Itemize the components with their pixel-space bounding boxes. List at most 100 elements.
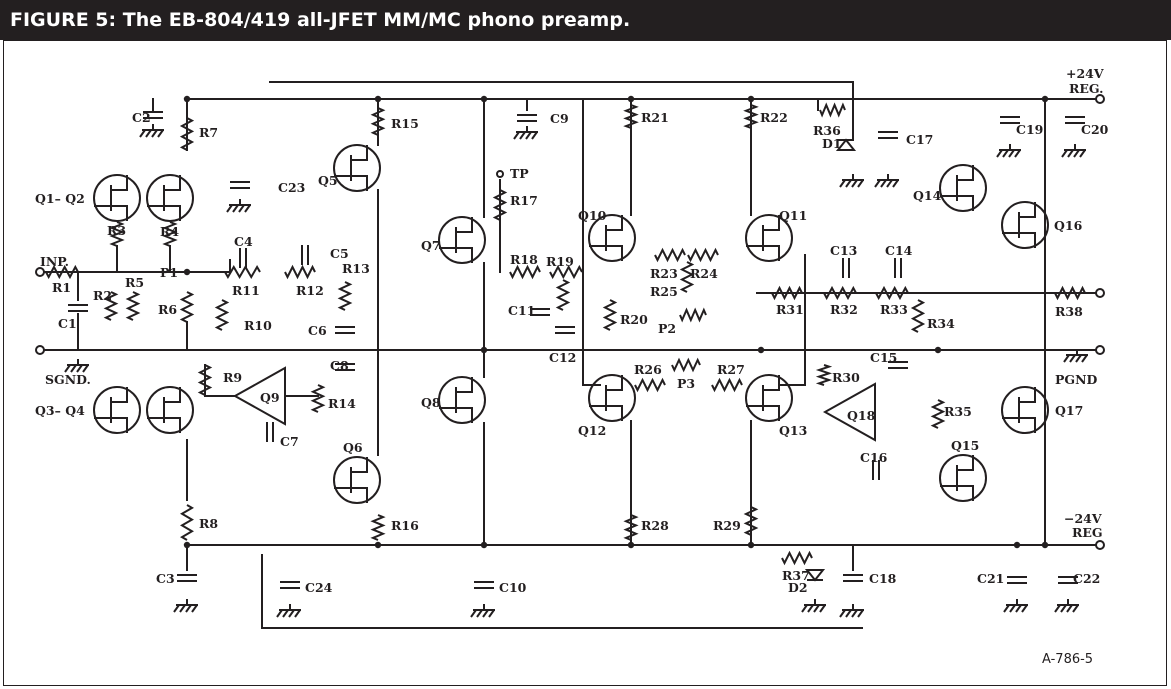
c22: [1058, 576, 1078, 584]
q5: [333, 144, 381, 192]
label-c13: C13: [830, 243, 857, 258]
q16-body: [1002, 202, 1036, 248]
q17: [1001, 386, 1049, 434]
label-c10: C10: [499, 580, 527, 595]
r19b: [555, 279, 571, 311]
d1-diode: [835, 138, 857, 151]
ground-symbol: [839, 604, 864, 618]
label-r10: R10: [244, 318, 272, 333]
q18-opamp: [822, 382, 876, 442]
junction-dot: [183, 95, 191, 103]
label-r30: R30: [832, 370, 860, 385]
label-r6: R6: [158, 302, 177, 317]
wire: [779, 254, 806, 386]
r31: [771, 285, 803, 301]
r10: [214, 299, 230, 331]
q16: [1001, 201, 1049, 249]
wire: [582, 98, 601, 386]
label-r9: R9: [223, 370, 242, 385]
junction-dot: [747, 541, 755, 549]
label-r35: R35: [944, 404, 972, 419]
r5: [125, 291, 141, 321]
label-r8: R8: [199, 516, 218, 531]
label-q7: Q7: [421, 238, 441, 253]
r32: [823, 285, 857, 301]
terminal: [1095, 94, 1105, 104]
label-r36: R36: [813, 123, 841, 138]
label-c22: C22: [1073, 571, 1100, 586]
label-q18: Q18: [847, 408, 876, 423]
label-c19: C19: [1016, 122, 1043, 137]
r16: [370, 514, 386, 541]
c3: [177, 574, 197, 582]
ground-symbol: [173, 599, 198, 613]
label-d2: D2: [788, 580, 808, 595]
label-r1: R1: [52, 280, 71, 295]
label-c5: C5: [330, 246, 349, 261]
label-r15: R15: [391, 116, 419, 131]
label-p1: P1: [160, 265, 178, 280]
ground-symbol: [64, 359, 89, 373]
terminal: [1095, 345, 1105, 355]
junction-dot: [747, 95, 755, 103]
label-q12: Q12: [578, 423, 606, 438]
r21: [623, 104, 639, 129]
q13-body: [746, 375, 780, 421]
label-p2: P2: [658, 321, 676, 336]
label-c21: C21: [977, 571, 1004, 586]
junction-dot: [374, 541, 382, 549]
q4: [146, 386, 194, 434]
label-q8: Q8: [421, 395, 441, 410]
label-neg_supply: −24V: [1064, 511, 1102, 526]
ground-symbol: [1063, 349, 1088, 363]
q9-opamp: [232, 366, 286, 426]
q5-body: [334, 145, 368, 191]
ground-symbol: [1061, 144, 1086, 158]
label-q16: Q16: [1054, 218, 1083, 233]
junction-dot: [480, 346, 488, 354]
label-c4: C4: [234, 234, 253, 249]
label-pos_supply: +24V: [1066, 66, 1104, 81]
r4: [162, 221, 178, 247]
label-q9: Q9: [260, 390, 280, 405]
components: [35, 94, 1105, 618]
label-c11: C11: [508, 303, 535, 318]
c20: [1065, 116, 1085, 124]
q8: [438, 376, 486, 424]
r18: [509, 264, 541, 280]
q3: [93, 386, 141, 434]
label-c18: C18: [869, 571, 897, 586]
junction-dot: [627, 95, 635, 103]
label-r33: R33: [880, 302, 908, 317]
label-q6: Q6: [343, 440, 363, 455]
c10: [474, 581, 494, 589]
q11-body: [746, 215, 780, 261]
ground-symbol: [226, 199, 251, 213]
q4-body: [147, 387, 181, 433]
label-pgnd: PGND: [1055, 372, 1098, 387]
q7: [438, 216, 486, 264]
q15: [939, 454, 987, 502]
ground-symbol: [1003, 599, 1028, 613]
q7-body: [439, 217, 473, 263]
q14: [939, 164, 987, 212]
p3: [671, 357, 701, 373]
c17: [878, 131, 898, 139]
c7: [266, 422, 274, 442]
c4: [239, 248, 247, 268]
junction-dot: [757, 346, 765, 354]
label-c23: C23: [278, 180, 305, 195]
c23: [230, 181, 250, 189]
q10: [588, 214, 636, 262]
label-d1: D1: [822, 136, 842, 151]
label-r18: R18: [510, 252, 538, 267]
label-r34: R34: [927, 316, 955, 331]
label-r23: R23: [650, 266, 678, 281]
label-r26: R26: [634, 362, 662, 377]
label-input: INP.: [40, 254, 69, 269]
label-c20: C20: [1081, 122, 1109, 137]
ground-symbol: [470, 604, 495, 618]
r27: [711, 377, 743, 393]
